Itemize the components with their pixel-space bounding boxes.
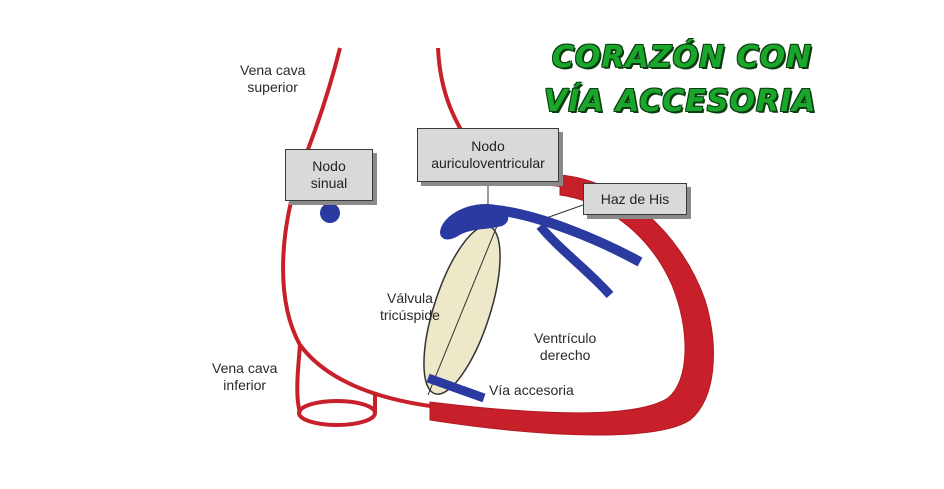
label-ventriculo-line1: Ventrículo bbox=[534, 330, 597, 346]
tricuspid-valve-line bbox=[427, 225, 498, 396]
label-vena-cava-inferior-line1: Vena cava bbox=[212, 360, 278, 376]
sinus-node bbox=[320, 203, 340, 223]
label-via-accesoria: Vía accesoria bbox=[489, 382, 574, 399]
box-nodo-sinual-line2: sinual bbox=[310, 175, 348, 191]
right-atrium-outer-wall bbox=[281, 47, 501, 414]
label-vena-cava-superior-line1: Vena cava bbox=[240, 62, 306, 78]
label-valvula-tricuspide: Válvula tricúspide bbox=[380, 290, 440, 324]
bundle-branch bbox=[536, 223, 614, 298]
inferior-vena-cava-opening bbox=[297, 399, 377, 427]
av-node bbox=[440, 204, 509, 240]
label-vena-cava-inferior-line2: inferior bbox=[223, 377, 267, 393]
label-ventriculo-line2: derecho bbox=[539, 347, 591, 363]
box-nodo-auriculoventricular: Nodo auriculoventricular bbox=[417, 128, 559, 182]
box-nodo-av-line1: Nodo bbox=[471, 138, 505, 154]
label-valvula-line2: tricúspide bbox=[380, 307, 440, 323]
box-nodo-sinual: Nodo sinual bbox=[285, 149, 373, 201]
accessory-pathway bbox=[426, 373, 486, 403]
label-vena-cava-superior: Vena cava superior bbox=[240, 62, 305, 96]
label-ventriculo-derecho: Ventrículo derecho bbox=[534, 330, 596, 364]
bundle-of-his bbox=[495, 205, 643, 267]
box-haz-de-his: Haz de His bbox=[583, 183, 687, 215]
title-line-1: CORAZÓN CON bbox=[552, 40, 813, 75]
ventricular-wall bbox=[429, 174, 714, 436]
box-haz-de-his-text: Haz de His bbox=[600, 190, 670, 207]
label-via-accesoria-text: Vía accesoria bbox=[489, 382, 574, 398]
box-nodo-sinual-line1: Nodo bbox=[312, 158, 346, 174]
label-vena-cava-inferior: Vena cava inferior bbox=[212, 360, 277, 394]
title-line-2: VÍA ACCESORIA bbox=[544, 84, 817, 119]
label-valvula-line1: Válvula bbox=[387, 290, 433, 306]
label-vena-cava-superior-line2: superior bbox=[247, 79, 298, 95]
box-nodo-av-line2: auriculoventricular bbox=[431, 155, 545, 171]
